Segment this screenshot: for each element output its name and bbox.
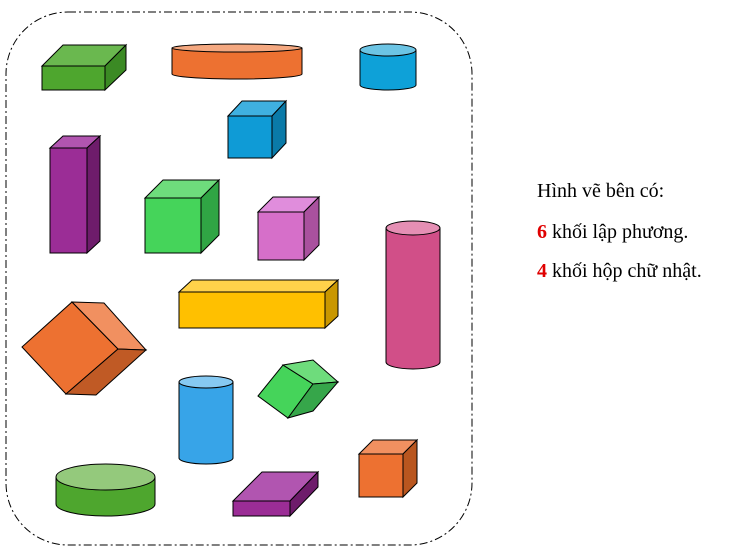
purple-tall-box <box>48 134 102 255</box>
orange-small-cube <box>357 438 419 499</box>
blue-small-cylinder <box>359 43 417 91</box>
yellow-long-box <box>177 278 340 330</box>
green-flat-box <box>40 43 128 92</box>
cuboid-label: khối hộp chữ nhật. <box>547 260 702 282</box>
green-cube <box>143 178 221 255</box>
cube-count: 6 <box>537 221 547 243</box>
green-tilted-cube <box>257 359 340 419</box>
caption-intro: Hình vẽ bên có: <box>537 180 665 202</box>
purple-flat-box <box>231 470 320 518</box>
caption-cuboids: 4 khối hộp chữ nhật. <box>537 260 702 283</box>
cuboid-count: 4 <box>537 260 547 282</box>
cube-label: khối lập phương. <box>547 221 689 243</box>
blue-cube <box>226 99 288 160</box>
caption-cubes: 6 khối lập phương. <box>537 221 688 244</box>
orange-tilted-cube <box>21 301 148 396</box>
pink-cube <box>256 195 321 262</box>
blue-cylinder <box>178 375 234 465</box>
green-disc-cylinder <box>55 463 156 517</box>
pink-tall-cylinder <box>385 220 441 370</box>
orange-disc-cylinder <box>171 43 303 80</box>
dashed-frame <box>5 11 473 546</box>
